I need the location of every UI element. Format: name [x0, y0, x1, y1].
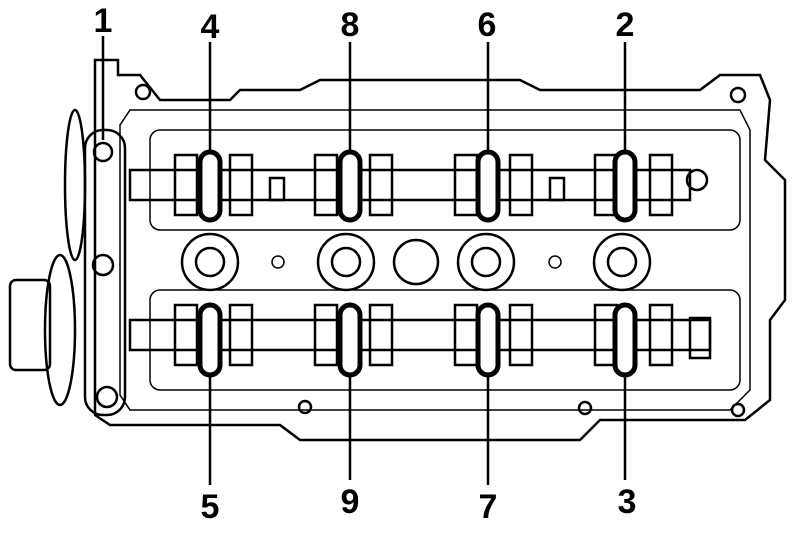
- bolt-label-5: 5: [200, 488, 220, 526]
- bolt-label-4: 4: [200, 8, 220, 46]
- bolt-label-2: 2: [615, 6, 635, 44]
- bolt-label-7: 7: [478, 488, 498, 526]
- bolt-label-6: 6: [477, 6, 497, 44]
- spark-plug-wells: [180, 232, 652, 292]
- head-outline: [93, 58, 787, 442]
- timing-sprockets: [8, 108, 127, 417]
- intake-camshaft: [128, 168, 692, 202]
- cam-bays: [149, 129, 741, 391]
- bolt-label-1: 1: [93, 2, 113, 40]
- head-bolts: [197, 149, 638, 378]
- bolt-label-9: 9: [340, 483, 360, 521]
- bolt-label-3: 3: [617, 483, 637, 521]
- bolt-label-8: 8: [340, 6, 360, 44]
- leader-lines: [101, 36, 627, 485]
